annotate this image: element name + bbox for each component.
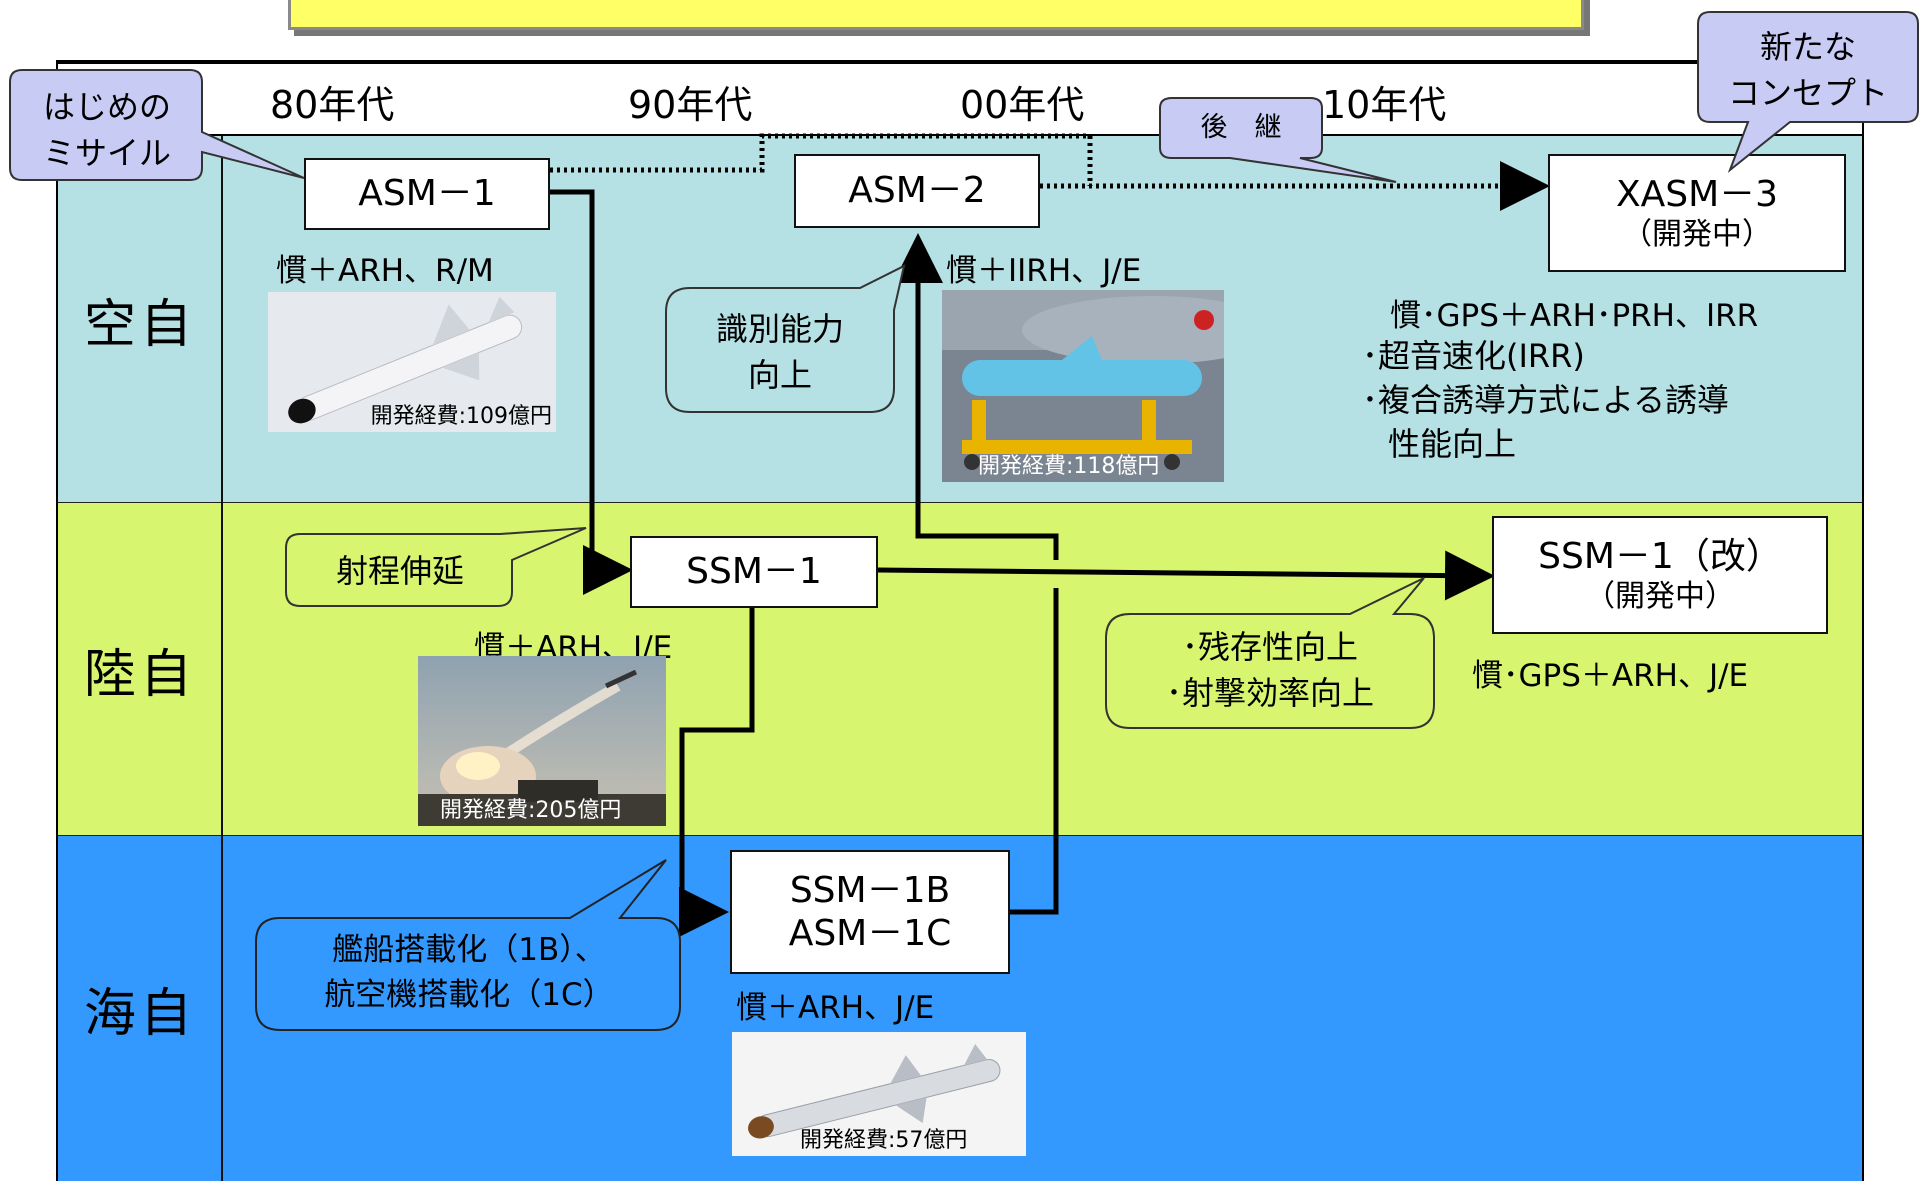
asm1-cost: 開発経費:109億円	[370, 404, 552, 429]
era-80s: 80年代	[270, 83, 395, 127]
new-concept-line2: コンセプト	[1727, 74, 1888, 113]
ssm1b-name: SSM－1B	[789, 869, 951, 911]
line-ssm1-to-ssm1kai	[877, 550, 1495, 601]
identification-line1: 識別能力	[715, 310, 844, 348]
first-missile-bubble	[9, 69, 305, 181]
ssm1-cost: 開発経費:205億円	[440, 798, 622, 823]
ssm1-box: SSM－1	[630, 536, 878, 608]
asm1-box: ASM－1	[304, 158, 550, 230]
asm1-name: ASM－1	[358, 173, 496, 215]
line-ssm1b-to-asm2	[1010, 588, 1059, 915]
asm1-spec: 慣＋ARH、R/M	[276, 253, 494, 289]
era-00s: 00年代	[960, 83, 1085, 127]
first-missile-text: はじめの ミサイル	[14, 84, 200, 177]
line-to-asm2	[893, 233, 1059, 560]
ssm1b-spec: 慣＋ARH、J/E	[736, 990, 935, 1026]
asm1c-name: ASM－1C	[788, 913, 952, 954]
shipborne-line2: 航空機搭載化（1C）	[324, 976, 614, 1013]
identification-bubble	[665, 264, 906, 413]
ssm1-photo: 開発経費:205億円	[418, 656, 666, 826]
identification-text: 識別能力 向上	[668, 306, 892, 399]
range-ext-bubble	[285, 527, 587, 607]
era-90s: 90年代	[628, 83, 753, 127]
xasm3-note-2: ･複合誘導方式による誘導	[1362, 381, 1730, 420]
new-concept-bubble	[1697, 11, 1919, 174]
asm2-name: ASM－2	[848, 170, 986, 212]
asm2-cost: 開発経費:118億円	[978, 454, 1160, 479]
xasm3-note-3: 性能向上	[1388, 425, 1517, 464]
ssm1b-box: SSM－1B ASM－1C	[730, 850, 1010, 974]
ssm1-name: SSM－1	[686, 551, 822, 593]
xasm3-box: XASM－3 （開発中）	[1548, 154, 1846, 272]
branch-label-maritime: 海自	[83, 984, 196, 1044]
ssm1kai-status: （開発中）	[1585, 578, 1735, 614]
survivability-line1: ･残存性向上	[1181, 628, 1358, 666]
asm2-box: ASM－2	[794, 154, 1040, 228]
ssm1b-cost: 開発経費:57億円	[800, 1128, 968, 1153]
survivability-bubble	[1105, 577, 1435, 729]
xasm3-note-1: ･超音速化(IRR)	[1362, 337, 1585, 375]
ssm1kai-name: SSM－1（改）	[1538, 536, 1782, 578]
new-concept-text: 新たな コンセプト	[1700, 24, 1916, 117]
line-asm1-to-ssm1	[550, 189, 633, 595]
shipborne-bubble	[255, 859, 681, 1031]
successor-bubble	[1159, 97, 1397, 183]
asm2-photo: 開発経費:118億円	[942, 290, 1224, 482]
first-missile-line1: はじめの	[42, 88, 171, 126]
title-bar	[288, 0, 1584, 30]
xasm3-spec: 慣･GPS＋ARH･PRH、IRR	[1390, 298, 1759, 334]
successor-text: 後 継	[1200, 112, 1282, 143]
branch-label-air: 空自	[83, 294, 196, 355]
label-column-divider	[221, 136, 223, 1181]
first-missile-line2: ミサイル	[42, 134, 171, 173]
xasm3-notes: ･超音速化(IRR) ･複合誘導方式による誘導 性能向上	[1362, 334, 1729, 466]
survivability-text: ･残存性向上 ･射撃効率向上	[1110, 624, 1430, 717]
identification-line2: 向上	[747, 356, 812, 395]
xasm3-name: XASM－3	[1615, 174, 1779, 216]
era-10s: 10年代	[1322, 83, 1447, 127]
survivability-line2: ･射撃効率向上	[1165, 674, 1374, 713]
asm1-photo: 開発経費:109億円	[268, 292, 556, 432]
xasm3-status: （開発中）	[1622, 216, 1772, 252]
era-header-row	[58, 64, 1862, 136]
dotted-asm1-to-asm2	[550, 133, 1093, 186]
asm2-spec: 慣＋IIRH、J/E	[946, 253, 1142, 289]
shipborne-line1: 艦船搭載化（1B）、	[332, 932, 606, 968]
new-concept-line1: 新たな	[1759, 28, 1856, 66]
ssm1kai-box: SSM－1（改） （開発中）	[1492, 516, 1828, 634]
shipborne-text: 艦船搭載化（1B）、 航空機搭載化（1C）	[262, 928, 676, 1018]
range-ext-text: 射程伸延	[335, 552, 464, 590]
ssm1b-photo: 開発経費:57億円	[732, 1032, 1026, 1156]
ssm1kai-spec: 慣･GPS＋ARH、J/E	[1472, 658, 1749, 694]
line-ssm1-to-ssm1b	[679, 608, 755, 937]
timeline-table	[56, 60, 1864, 1181]
branch-label-ground: 陸自	[83, 644, 196, 705]
